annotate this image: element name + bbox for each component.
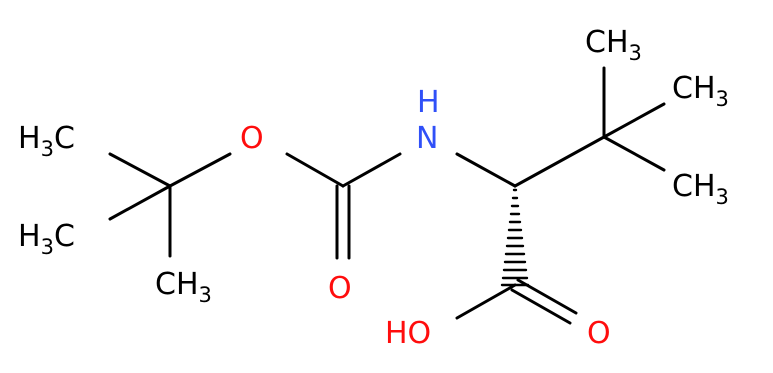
bond-to-right-lower-methyl [602,135,666,172]
bond-ester-o-to-carbonyl-c [285,152,345,188]
bond-lines [108,66,666,325]
bond-acid-double-1 [510,288,572,325]
ch3-top-label: CH3 [585,25,642,65]
ch3-right-upper-label: CH3 [672,71,729,111]
bond-alpha-to-quaternary-c [513,135,606,188]
bond-carbonyl-to-n [341,152,402,188]
bond-left-upper-methyl [108,152,172,188]
bond-acid-c-to-oh [455,283,517,320]
bond-tbu-to-ester-o [168,152,232,188]
h3c-left-upper-label: H3C [18,121,75,161]
h3c-left-lower-label: H3C [18,219,75,259]
nh-nitrogen-label: N [416,121,438,156]
ch3-right-lower-label: CH3 [672,169,729,209]
bond-to-right-upper-methyl [602,102,666,139]
atom-labels: CH3 CH3 CH3 H3C H3C CH3 O H N O HO O [18,25,729,351]
acid-oxygen-label: O [587,316,611,351]
nh-hydrogen-label: H [417,85,440,120]
ch3-bottom-label: CH3 [155,267,212,307]
acid-hydroxyl-label: HO [385,316,431,351]
bond-n-to-alpha-c [455,152,517,188]
hashed-wedge-bond [500,188,530,287]
carbonyl-oxygen-label: O [328,271,352,306]
bond-left-lower-methyl [108,184,172,221]
ester-oxygen-label: O [240,121,264,156]
